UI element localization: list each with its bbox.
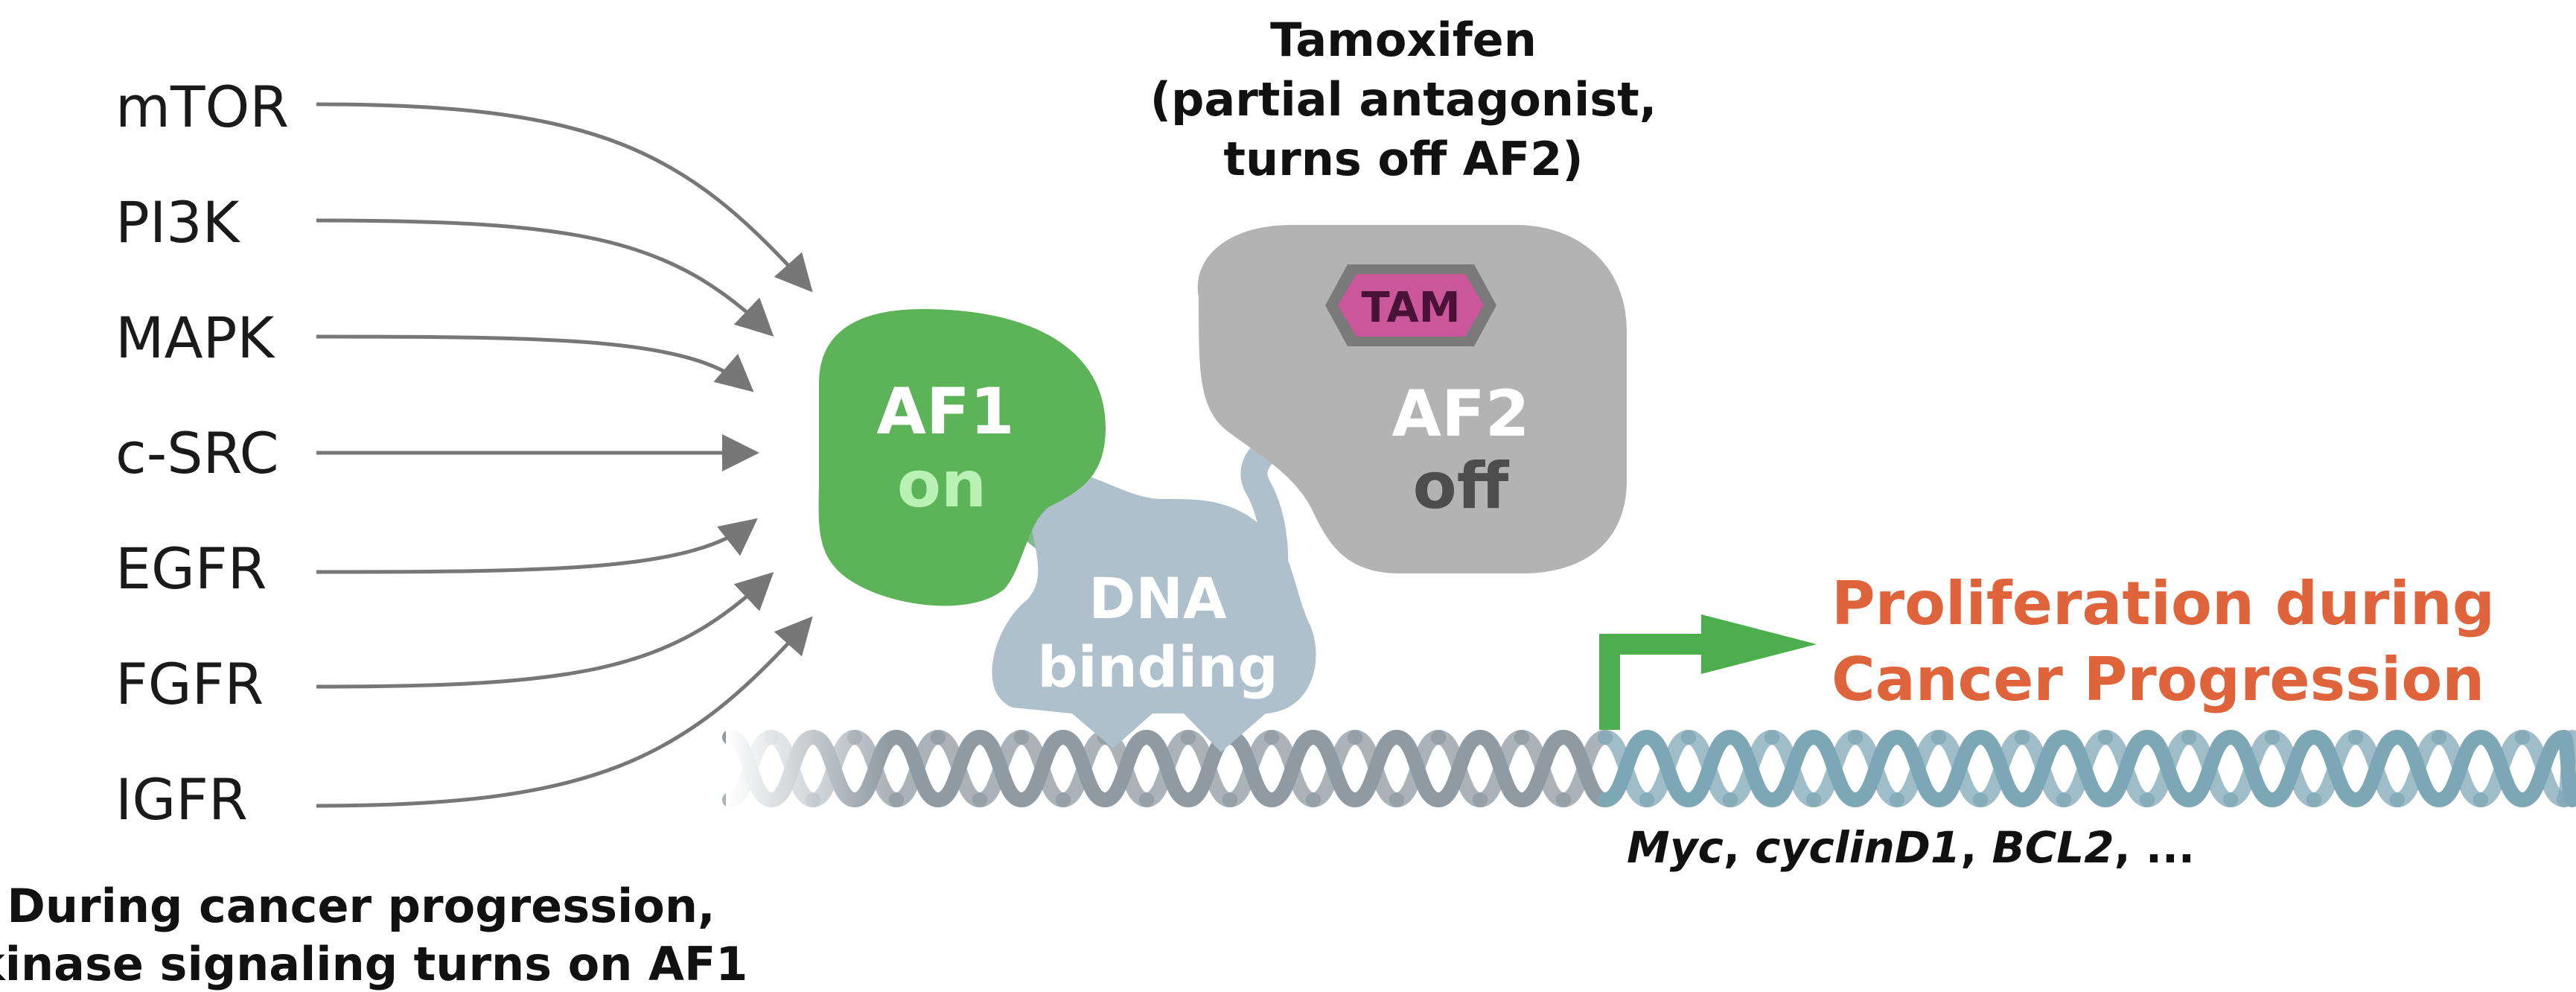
af1-domain: AF1 on <box>818 309 1106 606</box>
gene-separator: , <box>1960 822 1992 873</box>
dna-binding-label-line1: DNA <box>1088 565 1227 632</box>
transcription-start-arrow <box>1599 614 1817 730</box>
kinase-label-c-src: c-SRC <box>115 420 279 486</box>
dna-binding-label-line2: binding <box>1037 634 1278 700</box>
gene-ellipsis: , ... <box>2114 822 2195 873</box>
kinase-caption-line1: During cancer progression, <box>7 879 715 933</box>
transcription-arrow-stem <box>1599 634 1705 730</box>
af2-name: AF2 <box>1391 377 1529 451</box>
kinase-label-mtor: mTOR <box>115 74 289 140</box>
af1-shape <box>818 309 1106 606</box>
af2-shape <box>1197 225 1627 573</box>
kinase-arrow-mtor <box>316 102 813 293</box>
transcription-arrow-head <box>1701 614 1817 674</box>
kinase-label-igfr: IGFR <box>115 766 248 833</box>
kinase-label-egfr: EGFR <box>115 535 267 602</box>
kinase-label-pi3k: PI3K <box>115 189 241 255</box>
outcome-line1: Proliferation during <box>1831 569 2495 638</box>
gene-bcl2: BCL2 <box>1992 822 2114 873</box>
target-genes: Myc, cyclinD1, BCL2, ... <box>1627 822 2195 873</box>
af1-state: on <box>897 448 986 522</box>
tamoxifen-caption-line3: turns off AF2) <box>1223 132 1583 186</box>
gene-cyclind1: cyclinD1 <box>1755 822 1960 873</box>
dna-binding-domain: DNA binding <box>992 470 1316 752</box>
af1-name: AF1 <box>876 375 1014 449</box>
dna-helix <box>722 730 2576 807</box>
kinase-arrow-pi3k <box>316 218 774 337</box>
tam-ligand: TAM <box>1325 264 1496 346</box>
kinase-arrow-mapk <box>316 334 754 392</box>
kinase-arrow-igfr <box>316 616 813 808</box>
af2-domain: AF2 off <box>1197 225 1627 573</box>
tamoxifen-caption-line1: Tamoxifen <box>1270 13 1537 67</box>
tam-label: TAM <box>1362 284 1461 332</box>
outcome-line2: Cancer Progression <box>1831 645 2484 714</box>
dna-fade <box>726 715 890 819</box>
kinase-caption-line2: kinase signaling turns on AF1 <box>0 937 747 991</box>
kinase-arrow-fgfr <box>316 572 774 689</box>
gene-separator: , <box>1724 822 1755 873</box>
kinase-label-fgfr: FGFR <box>115 651 264 717</box>
tam-hexagon-inner <box>1338 274 1484 337</box>
kinase-list: mTOR PI3K MAPK c-SRC EGFR FGFR IGFR <box>115 74 289 833</box>
kinase-arrows <box>316 102 813 808</box>
kinase-label-mapk: MAPK <box>115 305 275 371</box>
gene-myc: Myc <box>1627 822 1724 873</box>
tamoxifen-caption-line2: (partial antagonist, <box>1150 72 1657 127</box>
af2-state: off <box>1413 449 1510 524</box>
dna-binding-shape <box>992 470 1316 752</box>
kinase-arrow-egfr <box>316 518 758 574</box>
dna-strand-segment <box>2557 730 2576 807</box>
